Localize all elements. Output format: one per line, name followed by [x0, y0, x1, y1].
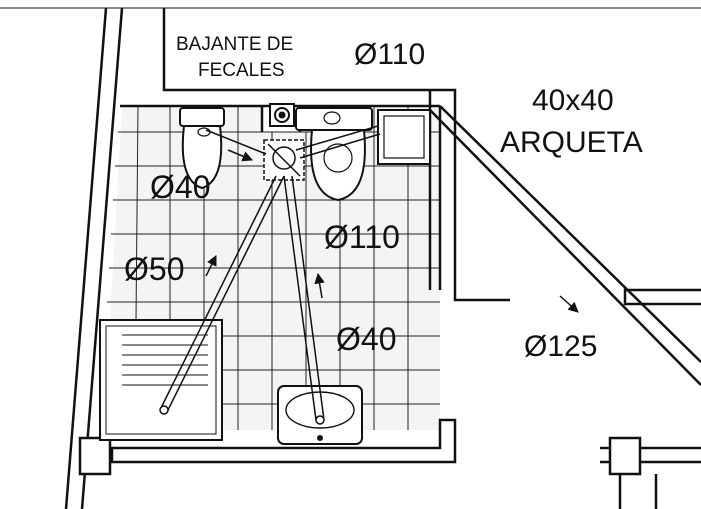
basin-drain [315, 415, 325, 425]
arrow-outlet [559, 295, 579, 313]
flow-arrows [205, 149, 579, 313]
box-name-label: ARQUETA [500, 126, 643, 159]
toilet [295, 107, 373, 202]
outlet-diameter-label: Ø125 [524, 330, 597, 363]
box-size-label: 40x40 [532, 84, 614, 117]
bidet [179, 107, 225, 190]
sink-drain-diameter-label: Ø40 [336, 321, 396, 357]
arrow-shower [205, 255, 217, 277]
toilet-branch-diameter-label: Ø110 [324, 219, 400, 255]
arrow-wc [227, 149, 253, 162]
drainage-pipes [159, 125, 381, 421]
wc-branch-diameter-label: Ø40 [150, 169, 210, 205]
stack-label-line1: BAJANTE DE [176, 34, 293, 55]
arrow-basin [314, 272, 325, 299]
soil-stack [269, 103, 295, 127]
shower-tray [99, 319, 223, 441]
collector [263, 139, 305, 181]
stack-label-line2: FECALES [198, 60, 285, 81]
stack-diameter-label: Ø110 [354, 38, 425, 71]
shower-drain [159, 405, 169, 415]
arqueta-box [377, 109, 431, 165]
shower-drain-diameter-label: Ø50 [124, 251, 184, 287]
